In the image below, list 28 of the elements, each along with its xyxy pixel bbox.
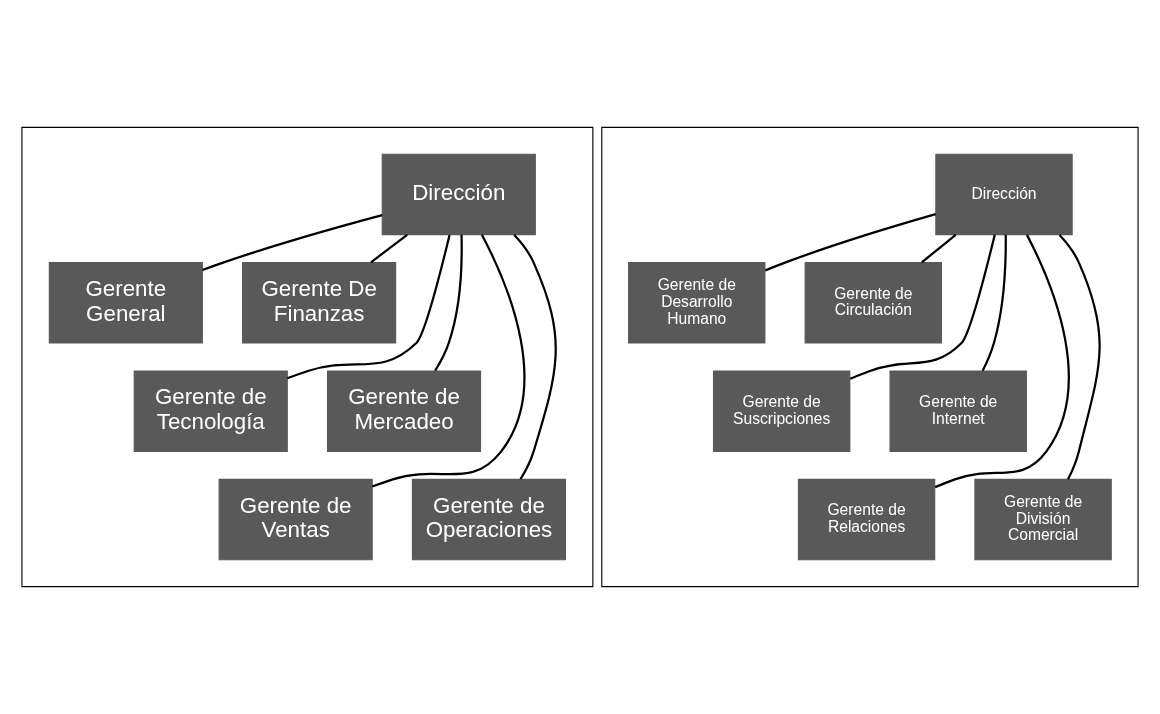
connector: [202, 214, 383, 272]
node-box: Gerente de Relaciones: [797, 478, 936, 561]
node-box: Dirección: [935, 153, 1073, 236]
connector: [934, 234, 1070, 489]
connector: [286, 234, 451, 380]
node-box: Gerente de Internet: [889, 370, 1027, 452]
connector: [371, 234, 526, 488]
connector: [981, 234, 1007, 372]
node-box: Gerente De Finanzas: [242, 262, 397, 344]
connector: [434, 234, 463, 372]
connector: [921, 233, 957, 264]
node-box: Gerente de Operaciones: [411, 478, 567, 561]
connector: [513, 234, 557, 480]
node-box: Gerente de División Comercial: [974, 478, 1112, 561]
node-box: Dirección: [381, 153, 536, 236]
connector: [764, 213, 937, 272]
node-box: Gerente de Desarrollo Humano: [628, 262, 766, 344]
connector: [849, 234, 996, 380]
node-box: Gerente de Suscripciones: [712, 370, 851, 452]
node-box: Gerente General: [48, 262, 203, 344]
connector: [370, 233, 408, 264]
cluster: [601, 126, 1139, 588]
connector: [1058, 234, 1101, 480]
node-box: Gerente de Tecnología: [133, 370, 288, 452]
cluster: [21, 126, 594, 588]
node-box: Gerente de Ventas: [218, 478, 373, 561]
node-box: Gerente de Mercadeo: [326, 370, 482, 452]
node-box: Gerente de Circulación: [804, 262, 942, 344]
